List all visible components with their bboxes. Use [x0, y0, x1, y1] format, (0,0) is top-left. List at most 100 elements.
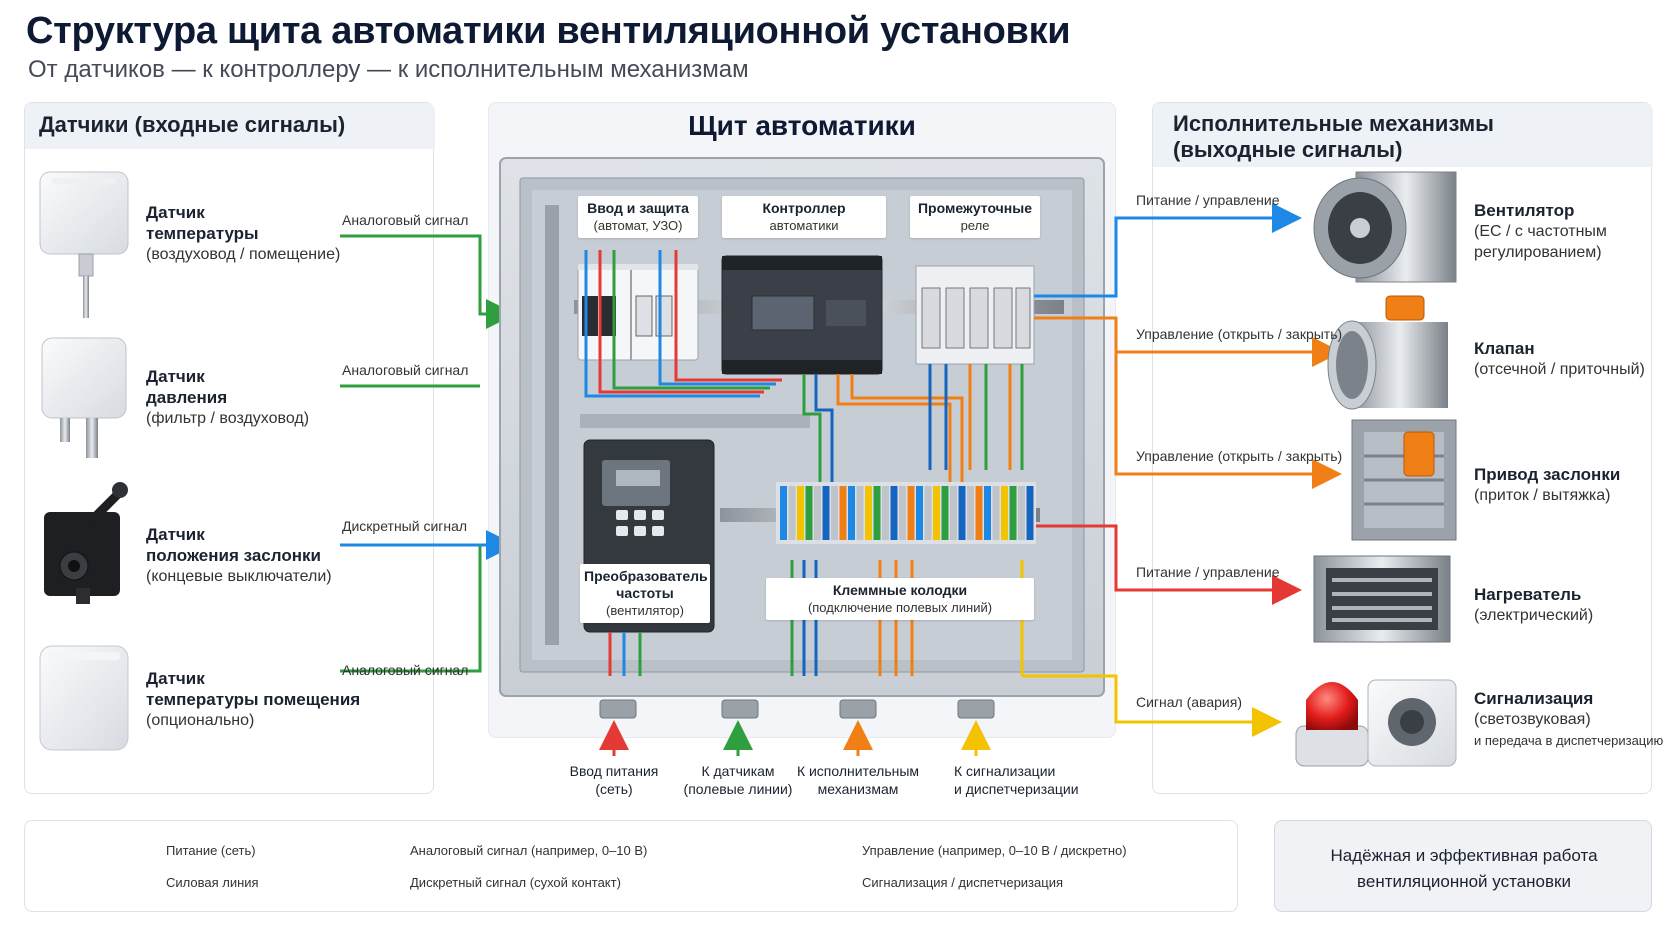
bottom-label-line: (сеть)	[595, 781, 633, 797]
terminal-block	[967, 486, 974, 540]
terminals-label: Клеммные колодки (подключение полевых ли…	[766, 578, 1034, 620]
actuator-signal-lines	[1022, 203, 1342, 737]
legend-item: Дискретный сигнал (сухой контакт)	[410, 875, 621, 890]
actuators-header-line1: Исполнительные механизмы	[1173, 111, 1494, 136]
actuator-name: Нагреватель	[1474, 585, 1582, 604]
terminal-block	[1009, 486, 1017, 540]
signal-label: Дискретный сигнал	[342, 518, 468, 534]
bottom-label-line: К сигнализации	[954, 763, 1056, 779]
bottom-connection-arrows	[599, 720, 991, 756]
summary-note-text: Надёжная и эффективная работа вентиляцио…	[1275, 843, 1653, 895]
terminal-block	[805, 486, 813, 540]
terminal-block	[1026, 486, 1034, 540]
limit-switch-icon	[44, 482, 128, 604]
terminal-block	[1001, 486, 1008, 540]
terminal-block	[882, 486, 889, 540]
actuator-desc: регулированием)	[1474, 244, 1602, 261]
signal-label: Питание / управление	[1136, 564, 1280, 580]
block-title: частоты	[616, 585, 674, 601]
signal-label: Аналоговый сигнал	[342, 662, 469, 678]
sensor-name: Датчик	[146, 525, 205, 544]
terminal-block	[814, 486, 821, 540]
sensor-desc: (опционально)	[146, 712, 255, 729]
actuator-name: Привод заслонки	[1474, 465, 1621, 484]
legend-item: Аналоговый сигнал (например, 0–10 В)	[410, 843, 648, 858]
heater-icon	[1313, 555, 1451, 643]
terminal-block	[1018, 486, 1025, 540]
actuator-desc: и передача в диспетчеризацию	[1474, 733, 1664, 748]
actuator-desc: (электрический)	[1474, 607, 1594, 624]
sensors-header: Датчики (входные сигналы)	[25, 103, 435, 149]
page-subtitle: От датчиков — к контроллеру — к исполнит…	[28, 56, 749, 83]
controller-label: Контроллер автоматики	[722, 196, 886, 238]
bottom-label-line: механизмам	[817, 781, 899, 797]
signal-label: Управление (открыть / закрыть)	[1136, 326, 1343, 342]
actuator-alarm-label: Сигнализация (светозвуковая) и передача …	[1474, 688, 1663, 751]
terminal-block	[831, 486, 838, 540]
terminal-block	[924, 486, 932, 540]
actuator-desc: (приток / вытяжка)	[1474, 487, 1611, 504]
cable-glands	[599, 699, 995, 719]
page-title: Структура щита автоматики вентиляционной…	[26, 10, 1071, 52]
terminal-block	[975, 486, 983, 540]
terminal-block	[992, 486, 1000, 540]
bottom-label-actuators: К исполнительным механизмам	[792, 762, 924, 798]
sensor-name: положения заслонки	[146, 546, 321, 565]
damper-actuator-icon	[1351, 419, 1457, 541]
cabinet-wiring	[584, 250, 1024, 676]
terminal-block	[984, 486, 991, 540]
actuator-name: Клапан	[1474, 339, 1535, 358]
summary-note-line: вентиляционной установки	[1357, 872, 1571, 891]
bottom-label-line: К датчикам	[701, 763, 775, 779]
summary-note: Надёжная и эффективная работа вентиляцио…	[1274, 820, 1652, 912]
signal-label: Аналоговый сигнал	[342, 362, 469, 378]
block-title: Ввод и защита	[587, 200, 689, 216]
actuator-desc: (ЕС / с частотным	[1474, 223, 1607, 240]
block-subtitle: (вентилятор)	[606, 603, 684, 618]
sensor-temperature-label: Датчик температуры (воздуховод / помещен…	[146, 202, 340, 265]
terminal-block	[907, 486, 915, 540]
vfd-label: Преобразователь частоты (вентилятор)	[580, 564, 710, 623]
terminal-blocks	[776, 482, 1036, 544]
sensor-room-temperature-label: Датчик температуры помещения (опциональн…	[146, 668, 360, 731]
plc-controller	[721, 255, 883, 375]
block-subtitle: (подключение полевых линий)	[807, 600, 993, 615]
alarm-icon	[1295, 679, 1457, 767]
terminal-block	[797, 486, 804, 540]
terminal-block	[788, 486, 796, 540]
block-title: Преобразователь	[584, 568, 708, 584]
signal-label: Аналоговый сигнал	[342, 212, 469, 228]
block-title: Промежуточные	[917, 200, 1033, 216]
terminal-block	[865, 486, 872, 540]
legend-item: Сигнализация / диспетчеризация	[862, 875, 1063, 890]
sensor-desc: (воздуховод / помещение)	[146, 246, 341, 263]
actuators-header: Исполнительные механизмы (выходные сигна…	[1153, 103, 1653, 167]
bottom-label-line: К исполнительным	[796, 763, 920, 779]
signal-label: Управление (открыть / закрыть)	[1136, 448, 1343, 464]
terminal-block	[916, 486, 923, 540]
actuators-header-line2: (выходные сигналы)	[1173, 137, 1403, 162]
sensor-name: давления	[146, 388, 228, 407]
temperature-sensor-icon	[39, 171, 129, 318]
actuator-name: Сигнализация	[1474, 689, 1594, 708]
bottom-label-line: и диспетчеризации	[954, 781, 1079, 797]
terminal-block	[873, 486, 881, 540]
sensor-name: Датчик	[146, 203, 205, 222]
room-sensor-icon	[39, 645, 129, 751]
sensor-signal-lines	[340, 234, 516, 673]
terminal-block	[839, 486, 847, 540]
actuator-damper-label: Привод заслонки (приток / вытяжка)	[1474, 464, 1620, 506]
sensor-name: Датчик	[146, 669, 205, 688]
bottom-label-line: Ввод питания	[569, 763, 659, 779]
actuator-name: Вентилятор	[1474, 201, 1575, 220]
legend-item: Питание (сеть)	[166, 843, 256, 858]
input-protection-label: Ввод и защита (автомат, УЗО)	[578, 196, 698, 238]
legend-item: Силовая линия	[166, 875, 259, 890]
signal-label: Сигнал (авария)	[1136, 694, 1242, 710]
sensor-name: температуры	[146, 224, 259, 243]
actuator-valve-label: Клапан (отсечной / приточный)	[1474, 338, 1645, 380]
terminal-block	[958, 486, 966, 540]
circuit-breakers	[577, 264, 699, 361]
bottom-label-alarm: К сигнализации и диспетчеризации	[954, 762, 1094, 798]
